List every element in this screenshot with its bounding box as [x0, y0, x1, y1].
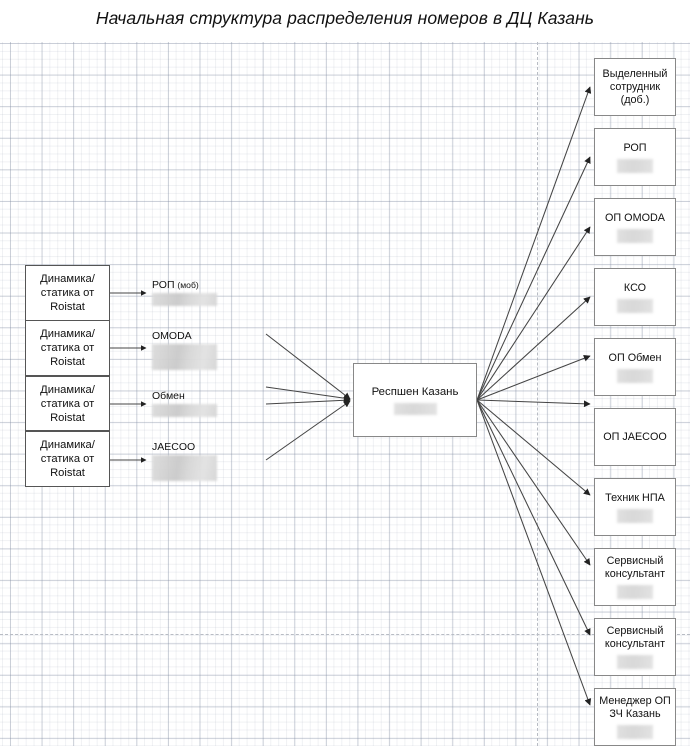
connector-hub-out-7: [476, 399, 591, 496]
page-title: Начальная структура распределения номеро…: [95, 8, 595, 28]
dest-label: Менеджер ОП ЗЧ Казань: [599, 695, 671, 720]
connector-hub-in-3: [265, 396, 351, 405]
dest-label: ОП JAECOO: [603, 430, 667, 443]
connector-hub-out-2: [476, 156, 591, 401]
dest-redaction: [617, 368, 653, 383]
dest-box-menedzher-op-zch-kazan[interactable]: Менеджер ОП ЗЧ Казань: [594, 688, 676, 746]
guide-line-horizontal: [0, 634, 690, 635]
source-box-2[interactable]: Динамика/ статика от Roistat: [25, 320, 110, 376]
dest-box-servisnyy-konsultant-1[interactable]: Сервисный консультант: [594, 548, 676, 606]
dest-redaction: [617, 158, 653, 173]
channel-redaction-2: [152, 344, 217, 370]
dest-box-tekhnik-npa[interactable]: Техник НПА: [594, 478, 676, 536]
dest-label: Сервисный консультант: [604, 625, 666, 650]
dest-label: ОП OMODA: [605, 211, 665, 224]
channel-item-rop-mob[interactable]: РОП (моб): [152, 279, 217, 306]
dest-redaction: [617, 725, 653, 739]
dest-label: Выделенный сотрудник (доб.): [602, 67, 668, 106]
dest-label: ОП Обмен: [608, 351, 662, 364]
channel-redaction-1: [152, 293, 217, 306]
diagram-canvas: Динамика/ статика от Roistat Динамика/ с…: [0, 42, 690, 746]
dest-box-rop[interactable]: РОП: [594, 128, 676, 186]
dest-box-op-omoda[interactable]: ОП OMODA: [594, 198, 676, 256]
dest-redaction: [617, 655, 653, 669]
connector-hub-in-4: [265, 400, 351, 461]
connector-hub-out-3: [476, 226, 591, 401]
source-box-3[interactable]: Динамика/ статика от Roistat: [25, 375, 110, 432]
connector-hub-out-9: [476, 399, 591, 636]
channel-redaction-3: [152, 404, 217, 417]
dest-redaction: [617, 228, 653, 243]
dest-redaction: [617, 585, 653, 599]
channel-label-jaecoo: JAECOO: [152, 441, 196, 453]
hub-label: Респшен Казань: [371, 386, 459, 398]
channel-label-rop-mob: РОП (моб): [152, 279, 199, 291]
hub-redaction: [393, 403, 437, 415]
connector-hub-in-2: [265, 386, 351, 402]
dest-redaction: [617, 508, 653, 523]
dest-label: КСО: [623, 281, 647, 294]
connector-hub-out-4: [476, 296, 591, 401]
source-box-4[interactable]: Динамика/ статика от Roistat: [25, 431, 110, 487]
hub-box-reception-kazan[interactable]: Респшен Казань: [353, 363, 477, 437]
channel-item-jaecoo[interactable]: JAECOO: [152, 441, 217, 481]
dest-label: Сервисный консультант: [604, 555, 666, 580]
channel-item-omoda[interactable]: OMODA: [152, 330, 217, 370]
channel-item-obmen[interactable]: Обмен: [152, 390, 217, 417]
channel-redaction-4: [152, 455, 217, 481]
dest-box-vydelennyy-sotrudnik[interactable]: Выделенный сотрудник (доб.): [594, 58, 676, 116]
dest-redaction: [617, 298, 653, 313]
connector-hub-out-10: [476, 399, 592, 706]
guide-line-vertical: [537, 42, 538, 746]
connector-hub-in-1: [265, 333, 351, 400]
connector-hub-out-5: [476, 355, 591, 401]
connector-hub-out-1: [476, 86, 592, 401]
connector-hub-out-8: [476, 399, 591, 566]
dest-box-kso[interactable]: КСО: [594, 268, 676, 326]
dest-label: РОП: [623, 141, 647, 154]
source-box-1[interactable]: Динамика/ статика от Roistat: [25, 265, 110, 321]
channel-label-omoda: OMODA: [152, 330, 192, 342]
dest-box-op-obmen[interactable]: ОП Обмен: [594, 338, 676, 396]
dest-box-servisnyy-konsultant-2[interactable]: Сервисный консультант: [594, 618, 676, 676]
channel-label-obmen: Обмен: [152, 390, 185, 402]
dest-box-op-jaecoo[interactable]: ОП JAECOO: [594, 408, 676, 466]
source-group: Динамика/ статика от Roistat Динамика/ с…: [25, 265, 110, 487]
connector-hub-out-6: [476, 399, 591, 408]
dest-label: Техник НПА: [605, 491, 665, 504]
